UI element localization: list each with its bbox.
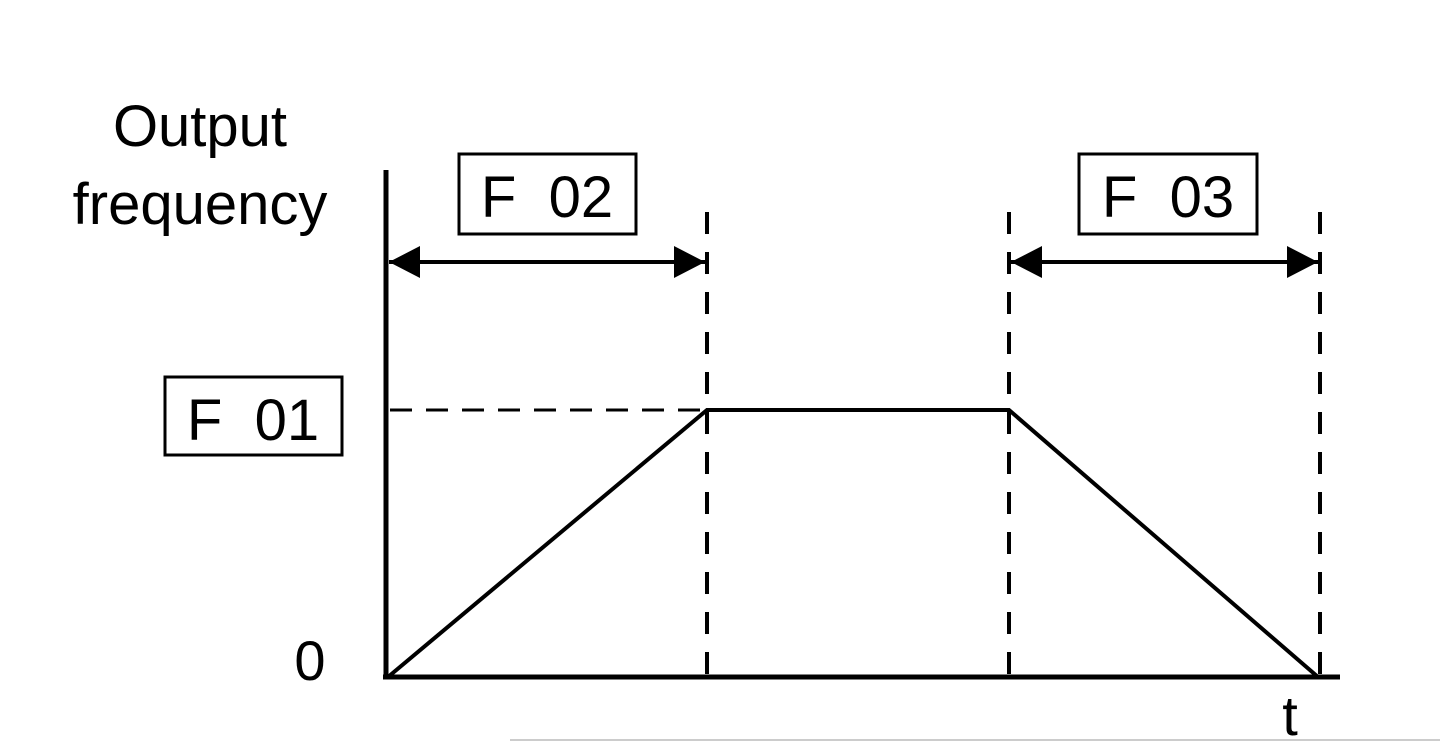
accel-time-parameter-box: F 02 — [457, 152, 638, 236]
decel-arrow-right-head — [1287, 246, 1318, 278]
max-frequency-parameter-label: F 01 — [187, 388, 319, 453]
decel-time-parameter-label: F 03 — [1102, 165, 1234, 230]
frequency-profile-line — [386, 408, 1320, 679]
accel-arrow-right-head — [674, 246, 705, 278]
origin-label: 0 — [294, 629, 325, 692]
y-axis-label-line1: Output — [113, 94, 287, 159]
accel-arrow-left-head — [389, 246, 420, 278]
max-frequency-parameter-box: F 01 — [163, 375, 344, 457]
x-axis-label: t — [1282, 684, 1298, 742]
decel-time-parameter-box: F 03 — [1077, 152, 1259, 236]
accel-time-parameter-label: F 02 — [481, 165, 613, 230]
decel-arrow-left-head — [1011, 246, 1042, 278]
y-axis-label-line2: frequency — [73, 172, 328, 237]
